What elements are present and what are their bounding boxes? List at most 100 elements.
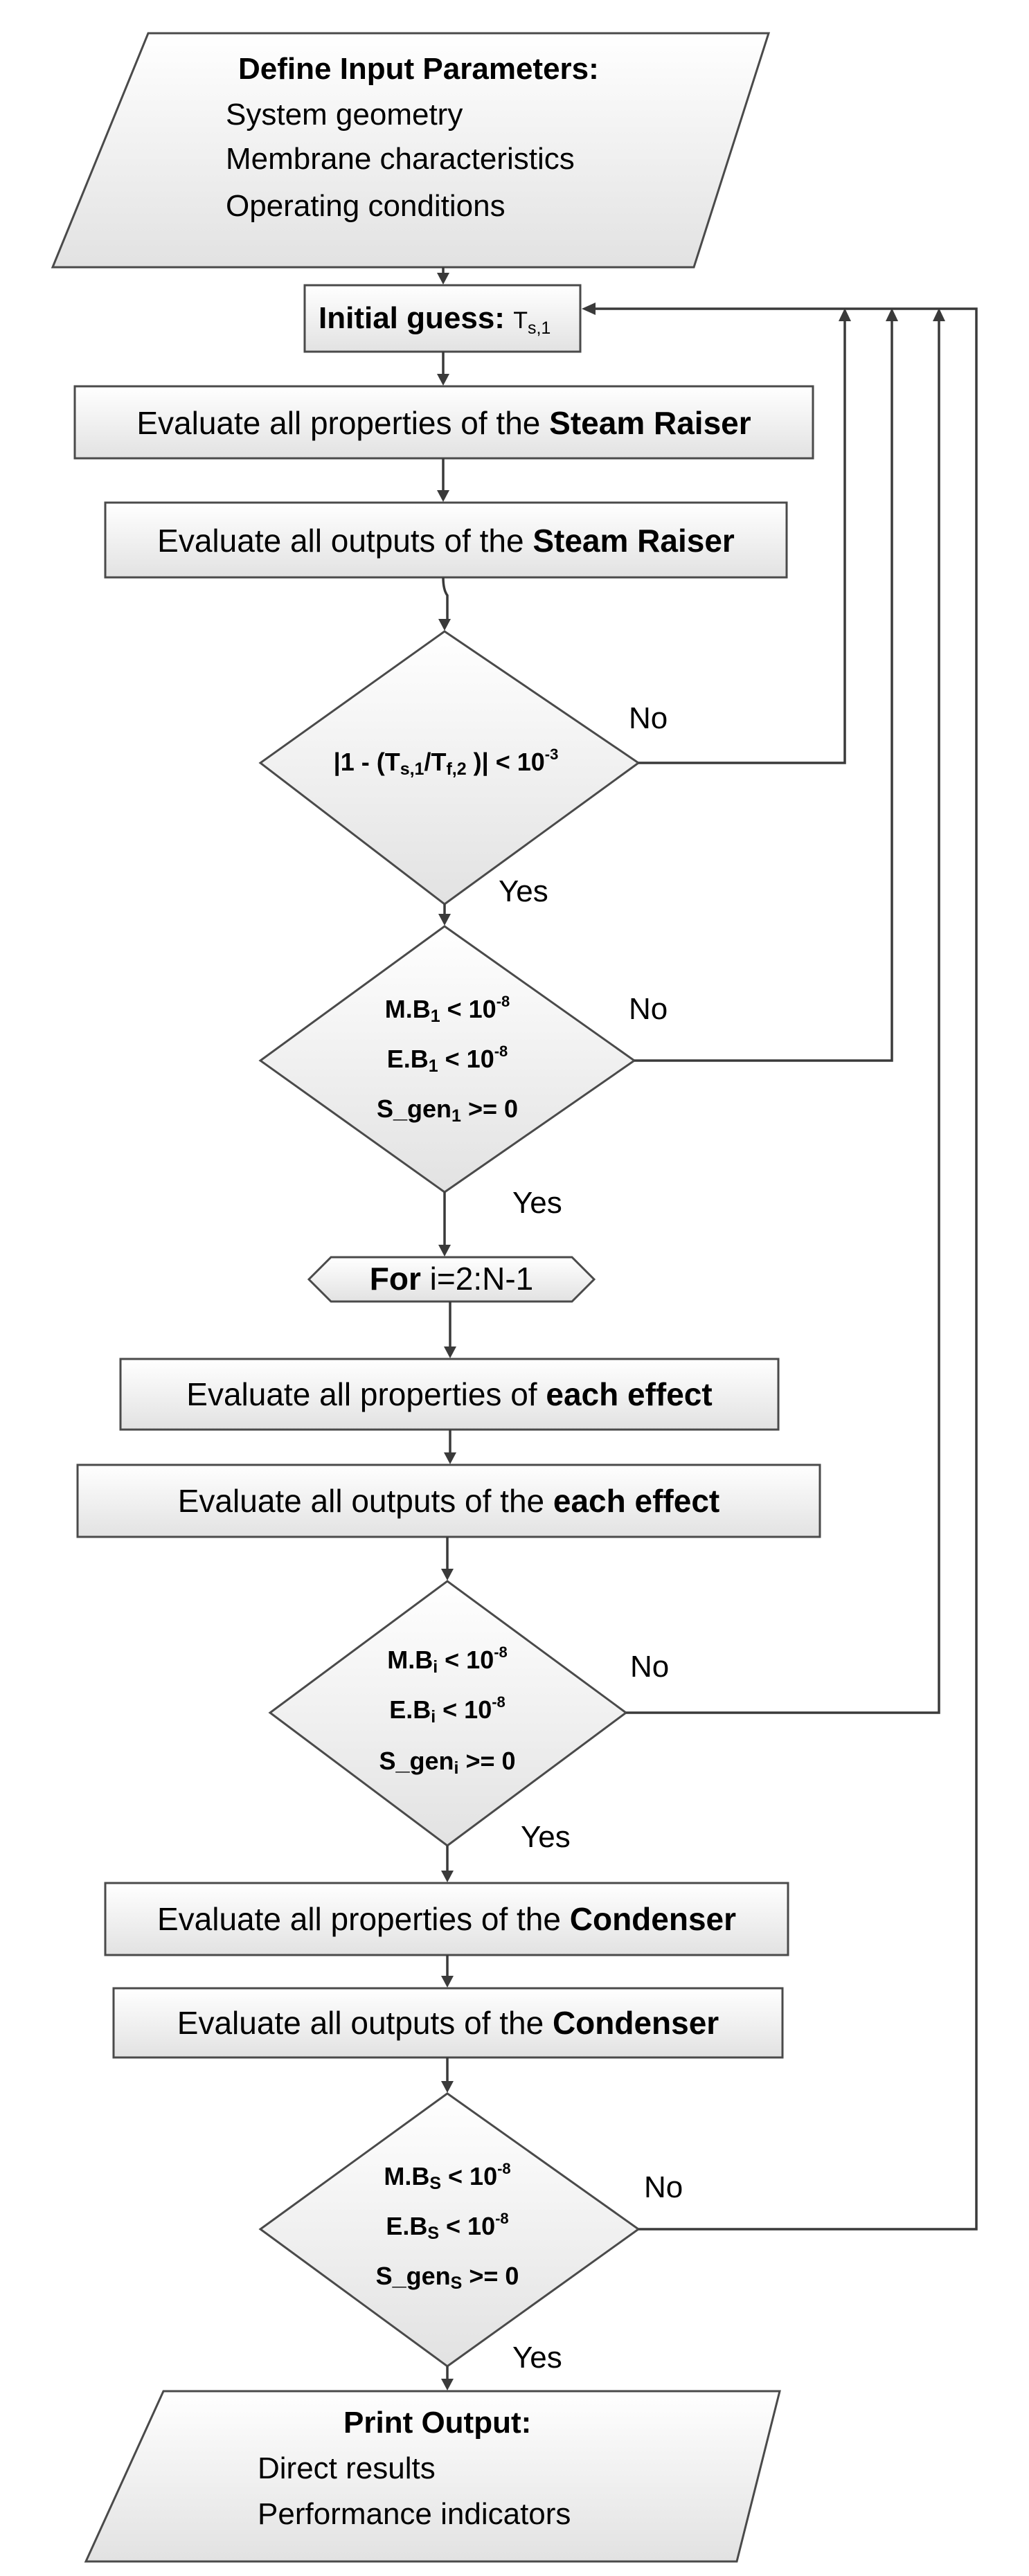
mbs-tail: < 10 <box>441 2162 497 2190</box>
condenser-properties-prefix: Evaluate all properties of the <box>157 1901 570 1937</box>
check2-no-label: No <box>629 992 668 1026</box>
effect-entropy-generation: S_geni >= 0 <box>379 1747 515 1778</box>
for-loop-range: i=2:N-1 <box>421 1261 533 1297</box>
condenser-energy-balance: E.BS < 10-8 <box>386 2210 508 2243</box>
mb1-tail: < 10 <box>440 995 496 1023</box>
initial-guess-text: Initial guess: Ts,1 <box>319 301 551 338</box>
output-item-direct: Direct results <box>258 2451 436 2485</box>
effect-properties-text: Evaluate all properties of each effect <box>186 1376 712 1412</box>
sgi-label: S_gen <box>379 1747 454 1775</box>
effect-properties-subject: each effect <box>546 1376 712 1412</box>
input-item-operating: Operating conditions <box>226 189 505 223</box>
condenser-entropy-generation: S_genS >= 0 <box>376 2262 519 2293</box>
eb1-label: E.B <box>387 1045 429 1073</box>
steam-raiser-properties-prefix: Evaluate all properties of the <box>136 405 549 441</box>
effect-outputs-box <box>76 1463 821 1538</box>
condenser-properties-box <box>104 1882 789 1956</box>
output-title: Print Output: <box>343 2406 531 2440</box>
input-item-geometry: System geometry <box>226 98 463 132</box>
cond1-close: )| < 10 <box>467 748 545 777</box>
sgi-sub: i <box>454 1758 459 1778</box>
check2-yes-label: Yes <box>512 1186 562 1220</box>
check1-yes-label: Yes <box>499 874 548 908</box>
mb1-label: M.B <box>385 995 431 1023</box>
effect-outputs-subject: each effect <box>553 1483 719 1519</box>
sgs-tail: >= 0 <box>462 2262 519 2290</box>
convergence-condition: |1 - (Ts,1/Tf,2 )| < 10-3 <box>334 746 559 779</box>
effect-outputs-prefix: Evaluate all outputs of the <box>178 1483 553 1519</box>
ebi-sub: i <box>431 1707 436 1727</box>
initial-guess-var-sub: s,1 <box>528 318 551 338</box>
ebs-tail: < 10 <box>439 2212 495 2240</box>
sg1-label: S_gen <box>377 1095 451 1123</box>
sg1-tail: >= 0 <box>461 1095 518 1123</box>
sgi-tail: >= 0 <box>458 1747 515 1775</box>
mbs-sub: S <box>429 2174 441 2193</box>
cond1-mid: /T <box>424 748 446 776</box>
eb1-sub: 1 <box>429 1056 438 1076</box>
steam-raiser-entropy-generation: S_gen1 >= 0 <box>377 1095 518 1126</box>
effect-outputs-text: Evaluate all outputs of the each effect <box>178 1483 719 1519</box>
cond1-sub-b: f,2 <box>446 759 466 779</box>
check1-no-label: No <box>629 701 668 735</box>
cond1-exp: -3 <box>545 746 559 763</box>
condenser-outputs-box <box>112 1987 784 2059</box>
check3-no-label: No <box>630 1650 669 1684</box>
condenser-outputs-subject: Condenser <box>553 2005 719 2041</box>
ebi-label: E.B <box>389 1695 431 1724</box>
steam-raiser-properties-text: Evaluate all properties of the Steam Rai… <box>136 405 751 441</box>
input-parameters-box <box>51 32 771 269</box>
mbi-label: M.B <box>387 1646 433 1674</box>
for-loop-box <box>307 1256 596 1303</box>
effect-properties-box <box>119 1358 780 1431</box>
condenser-mass-balance: M.BS < 10-8 <box>384 2160 510 2193</box>
eb1-exp: -8 <box>494 1043 508 1060</box>
mbi-tail: < 10 <box>438 1646 494 1674</box>
eb1-tail: < 10 <box>438 1045 494 1073</box>
mbi-exp: -8 <box>494 1643 508 1661</box>
sg1-sub: 1 <box>451 1106 461 1126</box>
ebi-exp: -8 <box>492 1693 505 1711</box>
ebs-exp: -8 <box>495 2210 509 2227</box>
steam-raiser-outputs-prefix: Evaluate all outputs of the <box>157 523 533 559</box>
condenser-outputs-text: Evaluate all outputs of the Condenser <box>177 2005 719 2041</box>
check4-no-label: No <box>644 2170 683 2204</box>
steam-raiser-outputs-subject: Steam Raiser <box>533 523 735 559</box>
steam-raiser-outputs-box <box>104 501 788 579</box>
effect-mass-balance: M.Bi < 10-8 <box>387 1643 508 1677</box>
print-output-box <box>84 2390 781 2563</box>
steam-raiser-energy-balance: E.B1 < 10-8 <box>387 1043 508 1076</box>
initial-guess-box <box>303 284 582 353</box>
sgs-sub: S <box>451 2273 463 2293</box>
for-loop-keyword: For <box>370 1261 421 1297</box>
effect-energy-balance: E.Bi < 10-8 <box>389 1693 505 1727</box>
cond1-sub-a: s,1 <box>400 759 424 779</box>
sgs-label: S_gen <box>376 2262 451 2290</box>
connectors <box>437 267 456 2390</box>
input-item-membrane: Membrane characteristics <box>226 142 575 176</box>
steam-raiser-outputs-text: Evaluate all outputs of the Steam Raiser <box>157 523 735 559</box>
mbs-exp: -8 <box>497 2160 511 2177</box>
mbi-sub: i <box>433 1657 438 1677</box>
initial-guess-var: T <box>513 307 528 334</box>
mb1-sub: 1 <box>431 1007 440 1026</box>
ebi-tail: < 10 <box>436 1695 492 1724</box>
effect-properties-prefix: Evaluate all properties of <box>186 1376 546 1412</box>
feedback-loops <box>582 303 978 2231</box>
check3-yes-label: Yes <box>521 1820 571 1854</box>
check4-yes-label: Yes <box>512 2341 562 2375</box>
mb1-exp: -8 <box>496 993 510 1010</box>
output-item-performance: Performance indicators <box>258 2497 571 2531</box>
ebs-label: E.B <box>386 2212 427 2240</box>
condenser-outputs-prefix: Evaluate all outputs of the <box>177 2005 553 2041</box>
initial-guess-label: Initial guess: <box>319 301 505 335</box>
cond1-open: |1 - (T <box>334 748 400 777</box>
steam-raiser-mass-balance: M.B1 < 10-8 <box>385 993 510 1026</box>
input-title: Define Input Parameters: <box>238 52 599 86</box>
mbs-label: M.B <box>384 2162 429 2190</box>
steam-raiser-properties-subject: Steam Raiser <box>549 405 751 441</box>
condenser-properties-subject: Condenser <box>570 1901 736 1937</box>
for-loop-text: For i=2:N-1 <box>370 1261 533 1297</box>
condenser-properties-text: Evaluate all properties of the Condenser <box>157 1901 736 1937</box>
